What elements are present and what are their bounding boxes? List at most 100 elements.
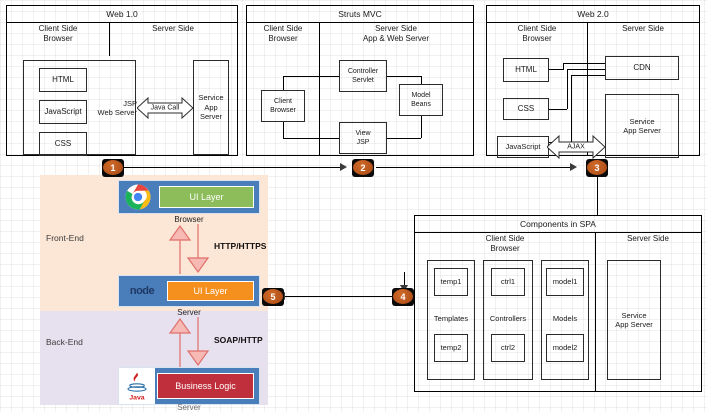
spa-group-controllers [483,260,533,380]
spa-divider [595,232,596,391]
panel-components-in-spa: Components in SPA Client Side Browser Se… [414,215,702,392]
label-browser: Browser [174,215,204,224]
web-2-0-link-html-v [563,63,564,70]
badge-4-number: 4 [393,289,413,304]
nodejs-logo-text: node [129,285,155,297]
svg-text:Java: Java [129,395,144,401]
web-2-0-client-header: Client Side Browser [517,24,557,43]
web-2-0-cdn-box: CDN [605,56,679,80]
badge-3[interactable]: 3 [586,159,608,177]
web-2-0-server-header: Server Side [622,24,664,33]
struts-link-controller-model-h [387,76,421,77]
label-http-https: HTTP/HTTPS [214,241,267,251]
web-1-0-web-server-label: JSP Web Server [97,99,137,117]
spa-group-label-models: Models [552,314,578,323]
web-1-0-divider [109,22,110,56]
web-2-0-link-css-v [567,69,568,109]
connector-1-to-2 [120,167,342,168]
arrows-soap-http [168,317,212,367]
web-2-0-link-css [549,109,567,110]
web-2-0-link-js-2 [571,75,605,76]
struts-link-controller-model-v [421,76,422,84]
java-logo: Java [119,368,155,404]
badge-2-number: 2 [353,160,373,175]
spa-server-header: Server Side [627,234,669,243]
web-1-0-service-app-server: Service App Server [193,60,229,155]
connector-2-to-3 [376,167,570,168]
badge-4[interactable]: 4 [392,288,414,306]
spa-item-model2: model2 [546,334,584,362]
struts-server-header: Server Side App & Web Server [362,24,430,43]
badge-1-number: 1 [103,160,123,175]
tier-business-logic: Java Business Logic [118,367,260,405]
web-2-0-box-javascript: JavaScript [497,136,549,158]
arrowhead-to-badge-3 [570,163,577,171]
struts-view-jsp: View JSP [339,122,387,154]
panel-web-1-0: Web 1.0 Client Side Browser Server Side … [6,5,238,156]
struts-client-header: Client Side Browser [263,24,303,43]
spa-item-model1: model1 [546,268,584,296]
web-1-0-browser-box [23,60,136,155]
web-2-0-box-html: HTML [503,58,549,82]
connector-3-down [597,177,598,215]
label-soap-http: SOAP/HTTP [214,335,263,345]
connector-4-down [404,272,405,290]
web-2-0-link-html-3 [563,63,569,64]
arrowhead-to-badge-2 [340,163,347,171]
struts-divider [319,22,320,155]
web-1-0-box-javascript: JavaScript [39,100,87,124]
web-1-0-server-header: Server Side [152,24,194,33]
spa-item-ctrl1: ctrl1 [491,268,525,296]
badge-5[interactable]: 5 [262,288,284,306]
spa-item-ctrl2: ctrl2 [491,334,525,362]
tier-box-ui-layer-browser: UI Layer [159,186,254,208]
nodejs-logo: node [119,276,165,306]
spa-item-temp1: temp1 [434,268,468,296]
badge-1[interactable]: 1 [102,159,124,177]
web-1-0-box-html: HTML [39,68,87,92]
spa-group-label-templates: Templates [433,314,469,323]
struts-link-view-browser-v [283,122,284,138]
panel-struts-mvc: Struts MVC Client Side Browser Server Si… [246,5,474,156]
struts-link-view-browser-h [283,138,339,139]
web-2-0-ajax-label: AJAX [567,143,585,151]
label-server-back: Server [177,403,201,412]
spa-group-templates [427,260,475,380]
web-2-0-link-html [549,69,563,70]
web-2-0-box-css: CSS [503,98,549,120]
struts-model-beans: Model Beans [399,84,443,116]
struts-link-view-model-h [387,138,421,139]
panel-web-2-0-title: Web 2.0 [487,6,699,23]
zone-label-front-end: Front-End [46,233,84,243]
panel-struts-title: Struts MVC [247,6,473,23]
chrome-logo [119,181,157,213]
spa-group-models [541,260,589,380]
web-2-0-link-html-2 [569,63,605,64]
spa-group-label-controllers: Controllers [489,314,527,323]
tier-browser: UI Layer [118,180,260,214]
struts-link-browser-controller-h [283,76,339,77]
panel-web-2-0: Web 2.0 Client Side Browser Server Side … [486,5,700,160]
badge-3-number: 3 [587,160,607,175]
tier-box-business-logic: Business Logic [157,373,254,399]
badge-2[interactable]: 2 [352,159,374,177]
connector-4-to-5 [285,296,397,297]
web-1-0-client-header: Client Side Browser [38,24,78,43]
web-2-0-service-app-server: Service App Server [605,94,679,158]
frontend-backend-stack: Front-End Back-End UI Layer Browser [40,175,268,412]
web-2-0-link-css-2 [567,69,605,70]
struts-client-browser: Client Browser [261,90,305,122]
tier-node-server: node UI Layer [118,275,260,307]
struts-link-browser-controller-v [283,76,284,90]
arrows-http-https [168,224,212,274]
panel-web-1-0-title: Web 1.0 [7,6,237,23]
web-1-0-box-css: CSS [39,132,87,156]
web-1-0-java-call-arrow: Java Call [137,96,193,120]
zone-label-back-end: Back-End [46,337,83,347]
spa-item-temp2: temp2 [434,334,468,362]
struts-link-view-model-v [421,116,422,138]
panel-spa-title: Components in SPA [415,216,701,233]
tier-box-ui-layer-server: UI Layer [167,281,254,301]
spa-service-app-server: Service App Server [607,260,661,380]
